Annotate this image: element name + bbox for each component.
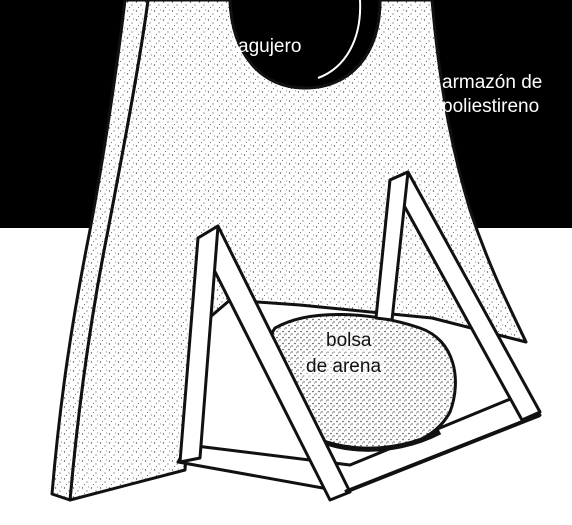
- label-frame-line2: poliestireno: [442, 96, 539, 118]
- label-hole: agujero: [238, 36, 301, 58]
- label-frame-line1: armazón de: [442, 72, 542, 94]
- label-sandbag-line1: bolsa: [324, 330, 373, 352]
- label-sandbag-line2: de arena: [304, 356, 383, 378]
